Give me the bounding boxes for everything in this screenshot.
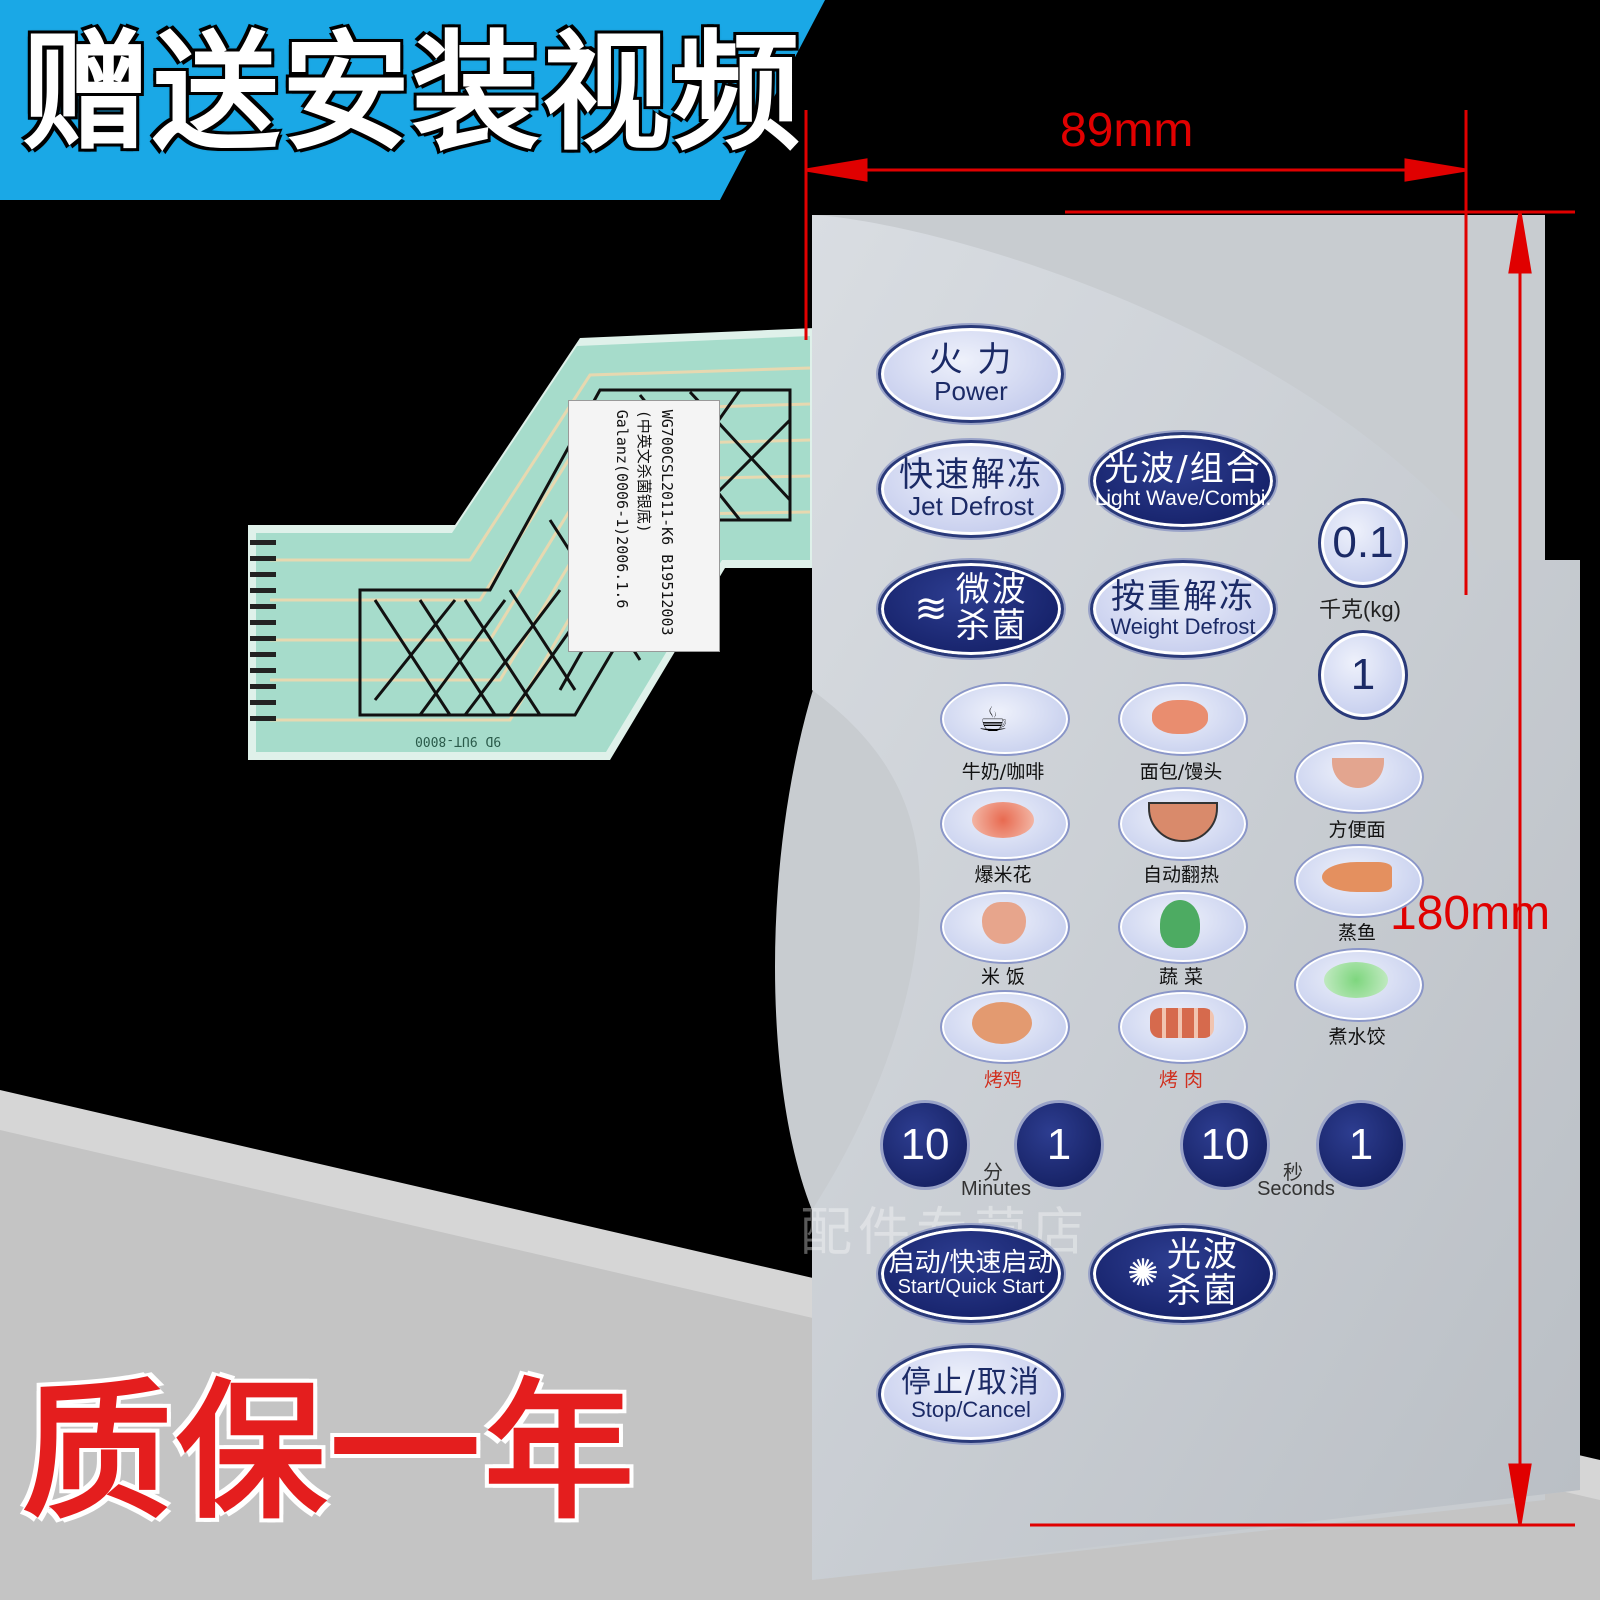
weight-defrost-en: Weight Defrost xyxy=(1110,614,1256,640)
weight-defrost-cn: 按重解冻 xyxy=(1111,576,1255,617)
microwave-sterilize-button[interactable]: ≋ 微波 杀菌 xyxy=(878,560,1064,658)
dumpling-icon xyxy=(1324,962,1388,998)
microwave-cn-1: 微波 xyxy=(955,570,1028,611)
chicken-icon xyxy=(972,1002,1032,1044)
minutes-cn-label: 分 xyxy=(983,1162,1003,1184)
width-dimension: 89mm xyxy=(1060,104,1194,157)
stop-cancel-button[interactable]: 停止/取消 Stop/Cancel xyxy=(878,1345,1064,1443)
milk-coffee-button[interactable] xyxy=(940,682,1070,756)
light-wave-en: Light Wave/Combi. xyxy=(1094,486,1272,510)
lightwave-sterilize-button[interactable]: ✺ 光波 杀菌 xyxy=(1090,1225,1276,1323)
ribbon-code: 9D 9UT-8000 xyxy=(415,733,502,748)
start-cn: 启动/快速启动 xyxy=(888,1247,1054,1278)
instant-noodles-label: 方便面 xyxy=(1328,819,1386,841)
rice-label: 米 饭 xyxy=(980,966,1026,988)
warranty-text: 质保一年 xyxy=(22,1366,639,1540)
stop-cn: 停止/取消 xyxy=(900,1364,1042,1400)
seconds-cn-label: 秒 xyxy=(1283,1162,1303,1184)
milk-coffee-label: 牛奶/咖啡 xyxy=(961,761,1045,783)
part-label-sticker: WG700CSL2011-K6 B19512003 (中英文杀菌银底) Gala… xyxy=(568,400,720,652)
seconds-en-label: Seconds xyxy=(1257,1178,1335,1200)
bread-label: 面包/馒头 xyxy=(1139,761,1223,783)
jet-defrost-en: Jet Defrost xyxy=(908,491,1034,522)
popcorn-label: 爆米花 xyxy=(974,864,1032,886)
minutes-en-label: Minutes xyxy=(960,1178,1032,1200)
vegetable-icon xyxy=(1160,900,1200,948)
banner-title: 赠送安装视频 xyxy=(22,19,803,168)
popcorn-icon xyxy=(972,802,1034,838)
minutes-10-button[interactable]: 10 xyxy=(880,1100,970,1190)
rice-bowl-icon xyxy=(982,902,1026,944)
lightwave-cn-2: 杀菌 xyxy=(1166,1271,1239,1311)
auto-reheat-label: 自动翻热 xyxy=(1142,864,1219,886)
cup-icon: ☕ xyxy=(978,700,1009,740)
lightwave-cn-1: 光波 xyxy=(1166,1235,1239,1276)
roast-meat-label: 烤 肉 xyxy=(1158,1069,1204,1091)
stop-en: Stop/Cancel xyxy=(911,1397,1031,1423)
power-en: Power xyxy=(934,376,1008,407)
jet-defrost-button[interactable]: 快速解冻 Jet Defrost xyxy=(878,440,1064,538)
skewer-icon xyxy=(1150,1008,1214,1038)
roast-chicken-label: 烤鸡 xyxy=(983,1069,1022,1091)
microwave-cn-2: 杀菌 xyxy=(955,606,1028,646)
power-button[interactable]: 火 力 Power xyxy=(878,325,1064,423)
lamp-icon: ✺ xyxy=(1127,1251,1159,1296)
weight-defrost-button[interactable]: 按重解冻 Weight Defrost xyxy=(1090,560,1276,658)
vegetables-label: 蔬 菜 xyxy=(1158,966,1204,988)
bread-icon xyxy=(1152,700,1208,734)
light-wave-cn: 光波/组合 xyxy=(1104,449,1262,490)
dumplings-label: 煮水饺 xyxy=(1328,1026,1386,1048)
jet-defrost-cn: 快速解冻 xyxy=(899,454,1043,495)
fish-icon xyxy=(1322,862,1392,892)
ribbon-cable xyxy=(248,328,815,760)
weight-unit-label: 千克(kg) xyxy=(1319,597,1401,622)
sticker-line-2: (中英文杀菌银底) xyxy=(635,409,654,533)
seconds-10-button[interactable]: 10 xyxy=(1180,1100,1270,1190)
weight-1-button[interactable]: 1 xyxy=(1318,630,1408,720)
seconds-1-button[interactable]: 1 xyxy=(1316,1100,1406,1190)
sticker-line-1: WG700CSL2011-K6 B19512003 xyxy=(657,409,676,636)
sticker-line-3: Galanz(0006-1)2006.1.6 xyxy=(612,409,631,609)
microwave-icon: ≋ xyxy=(914,586,948,632)
minutes-1-button[interactable]: 1 xyxy=(1014,1100,1104,1190)
steam-fish-label: 蒸鱼 xyxy=(1337,922,1376,944)
light-wave-button[interactable]: 光波/组合 Light Wave/Combi. xyxy=(1090,432,1276,530)
start-en: Start/Quick Start xyxy=(897,1276,1045,1299)
steam-fish-button[interactable] xyxy=(1294,844,1424,918)
start-button[interactable]: 启动/快速启动 Start/Quick Start xyxy=(878,1225,1064,1323)
weight-0-1-button[interactable]: 0.1 xyxy=(1318,498,1408,588)
power-cn: 火 力 xyxy=(928,339,1014,380)
